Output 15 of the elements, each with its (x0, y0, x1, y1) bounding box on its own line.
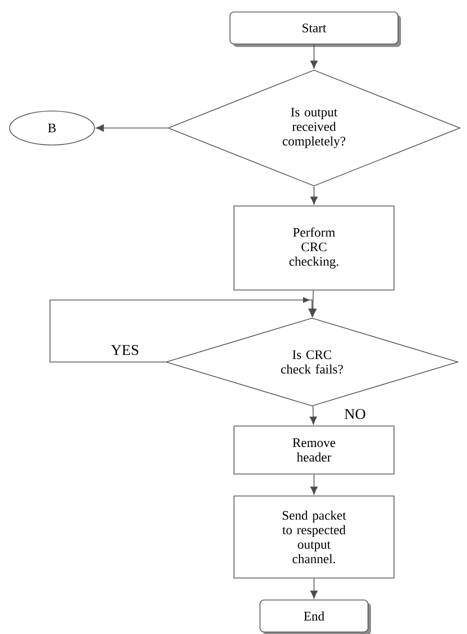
arrow (310, 186, 318, 205)
process-box: Perform CRC checking. (234, 206, 394, 290)
process-box: Send packet to respected output channel. (234, 496, 394, 578)
arrow (310, 44, 318, 69)
arrow (96, 124, 168, 132)
process-box: Remove header (234, 426, 394, 474)
connector-oval: B (9, 110, 95, 146)
terminal-box: Start (230, 12, 401, 47)
edge-label: NO (343, 408, 367, 420)
arrow (310, 406, 317, 425)
terminal-box: End (260, 600, 371, 634)
arrow (310, 578, 318, 599)
arrow (310, 474, 318, 495)
arrow (50, 297, 316, 362)
edge-label: YES (110, 344, 140, 356)
